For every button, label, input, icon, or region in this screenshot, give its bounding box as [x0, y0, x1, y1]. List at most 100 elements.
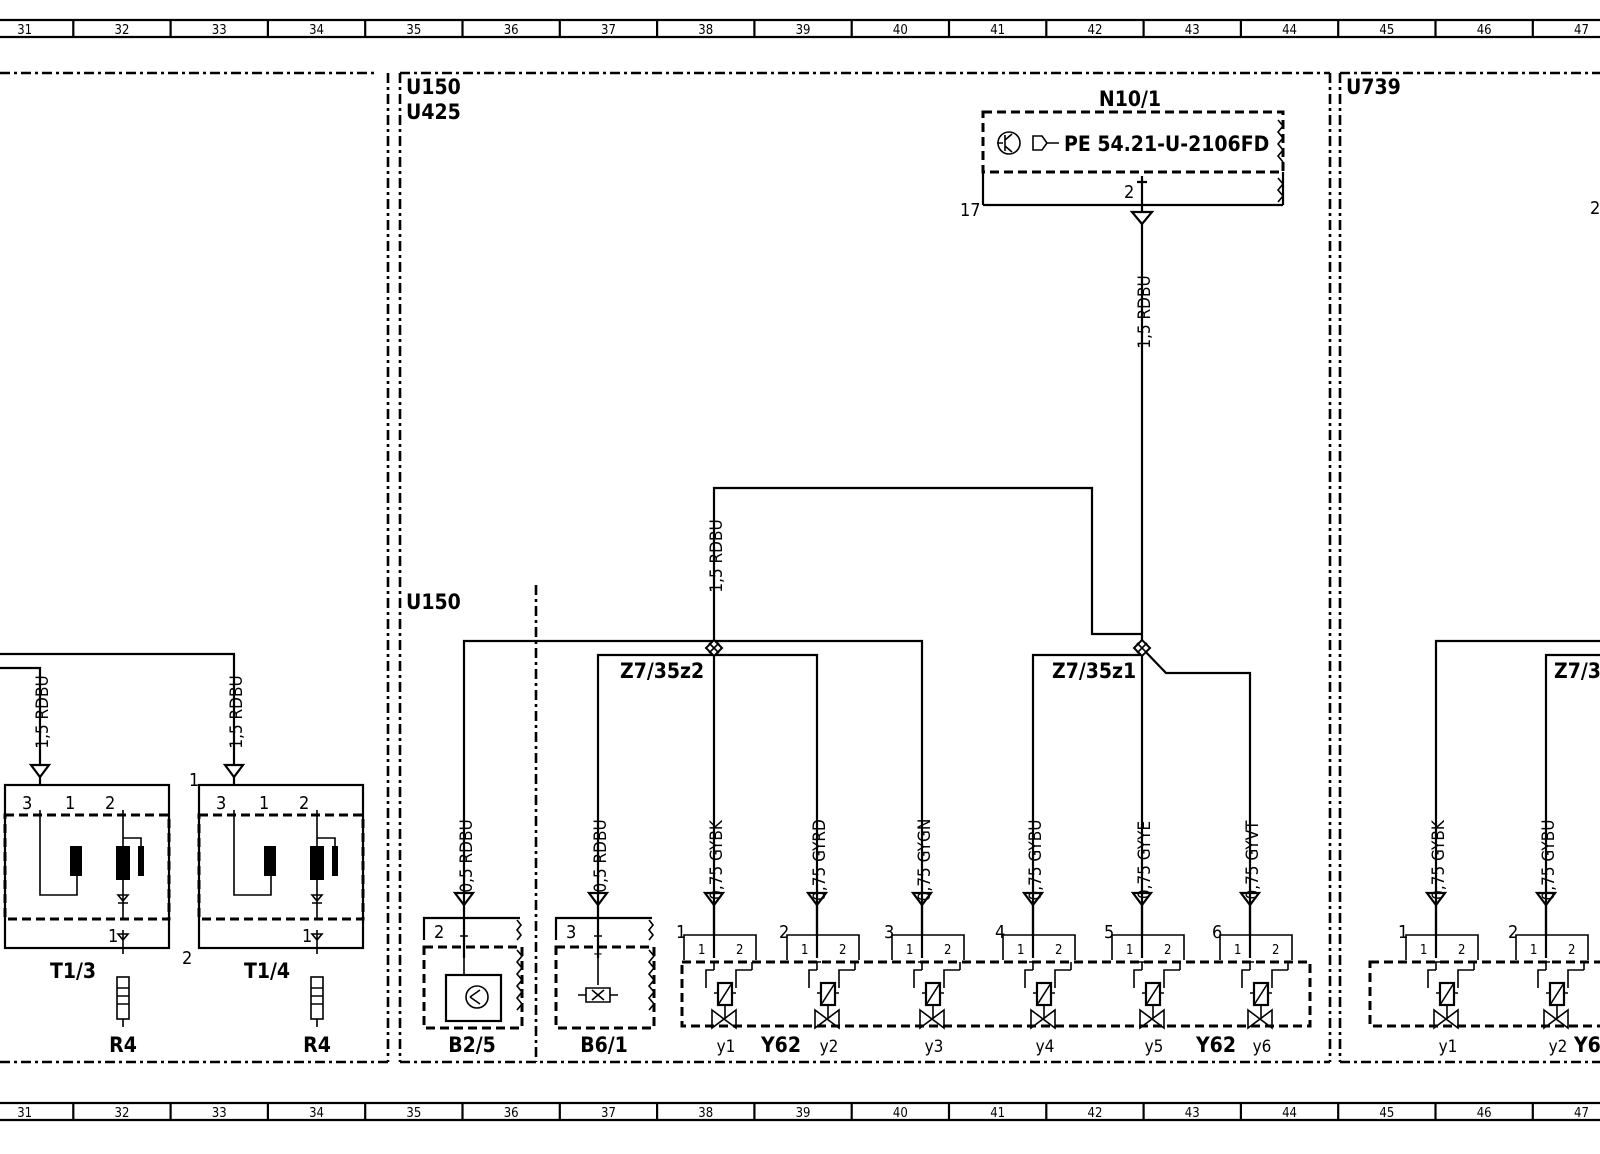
spark-plug-icon — [310, 976, 324, 1020]
svg-text:2: 2 — [105, 793, 115, 814]
u739-wiring: Z7/3 — [1434, 639, 1600, 958]
valve-name: y2 — [820, 1037, 839, 1057]
svg-text:1: 1 — [65, 793, 75, 814]
spark-plug-icon — [116, 976, 130, 1020]
grid-column-label: 42 — [1088, 1106, 1103, 1121]
svg-text:1: 1 — [108, 926, 118, 947]
junction-label-z1: Z7/35z1 — [1052, 659, 1136, 683]
svg-text:2: 2 — [299, 793, 309, 814]
valve-icon — [711, 1005, 737, 1030]
svg-text:2: 2 — [434, 922, 444, 943]
sensor-wire-label: 0,5 RDBU — [591, 819, 611, 892]
valve-position-number: 2 — [779, 922, 789, 943]
section-boundaries — [0, 71, 1600, 1064]
valve-icon — [1543, 1005, 1569, 1030]
sensor-b61: 0,5 RDBU 3 + B6/1 — [554, 819, 656, 1057]
valve-block-label: Y62 — [760, 1033, 801, 1057]
section-label-u150: U150 — [406, 75, 461, 99]
sensor-element-icon — [444, 973, 503, 1023]
svg-text:2: 2 — [736, 943, 743, 958]
grid-column-label: 39 — [796, 23, 811, 38]
grid-column-label: 32 — [115, 1106, 130, 1121]
valve-block-outline — [1368, 960, 1600, 1028]
grid-column-label: 32 — [115, 23, 130, 38]
svg-text:+: + — [593, 947, 603, 962]
svg-text:1: 1 — [1126, 943, 1133, 958]
valve-wire-label: 0,75 GYBK — [707, 819, 727, 900]
valve-name: y4 — [1036, 1037, 1055, 1057]
valve-position-number: 1 — [1398, 922, 1408, 943]
grid-column-label: 38 — [698, 23, 713, 38]
t14-wire-label: 1,5 RDBU — [227, 675, 247, 748]
svg-text:1: 1 — [801, 943, 808, 958]
svg-text:1: 1 — [302, 926, 312, 947]
module-n10-1-reference: PE 54.21-U-2106FD — [1064, 132, 1269, 156]
valve-name: y2 — [1549, 1037, 1568, 1057]
grid-column-label: 41 — [990, 1106, 1005, 1121]
grid-column-label: 44 — [1282, 23, 1297, 38]
between-pin-label: 2 — [182, 948, 192, 969]
module-n10-1-pin-out: 2 — [1124, 182, 1134, 203]
svg-text:3: 3 — [216, 793, 226, 814]
grid-column-label: 44 — [1282, 1106, 1297, 1121]
valve-position-number: 2 — [1508, 922, 1518, 943]
grid-column-label: 47 — [1574, 23, 1589, 38]
sensor-element-icon — [578, 945, 618, 1003]
svg-text:1: 1 — [1017, 943, 1024, 958]
grid-column-label: 40 — [893, 23, 908, 38]
grid-column-label: 36 — [504, 1106, 519, 1121]
valve-block-outline — [680, 960, 1312, 1028]
svg-text:1: 1 — [1420, 943, 1427, 958]
grid-column-label: 31 — [17, 23, 32, 38]
grid-column-label: 34 — [309, 23, 324, 38]
valve-icon — [919, 1005, 945, 1030]
valve-name: y1 — [1439, 1037, 1458, 1057]
valve-block-label-partial: Y6 — [1573, 1033, 1600, 1057]
grid-column-label: 41 — [990, 23, 1005, 38]
svg-text:2: 2 — [1272, 943, 1279, 958]
coil-inner-dashed — [197, 813, 365, 921]
grid-column-label: 37 — [601, 23, 616, 38]
module-right-partial-pin: 2 — [1590, 198, 1600, 219]
svg-text:1: 1 — [906, 943, 913, 958]
valve-name: y3 — [925, 1037, 944, 1057]
valve-name: y6 — [1253, 1037, 1272, 1057]
valve-icon — [1030, 1005, 1056, 1030]
grid-column-label: 34 — [309, 1106, 324, 1121]
svg-text:2: 2 — [1055, 943, 1062, 958]
section-label-u425: U425 — [406, 100, 461, 124]
svg-text:1: 1 — [698, 943, 705, 958]
grid-column-label: 47 — [1574, 1106, 1589, 1121]
trunk-wire: 1,5 RDBU — [1129, 176, 1155, 648]
load-label: R4 — [109, 1033, 137, 1057]
load-label: R4 — [303, 1033, 331, 1057]
grid-column-label: 31 — [17, 1106, 32, 1121]
grid-column-label: 43 — [1185, 23, 1200, 38]
junction-label-z3-partial: Z7/3 — [1554, 659, 1600, 683]
junction-label-z2: Z7/35z2 — [620, 659, 704, 683]
svg-text:3: 3 — [566, 922, 576, 943]
valve-wire-label: 0,75 GYBU — [1539, 820, 1559, 901]
svg-text:1: 1 — [259, 793, 269, 814]
grid-column-label: 46 — [1477, 23, 1492, 38]
sensor-label: B6/1 — [580, 1033, 628, 1057]
coil-label: T1/4 — [244, 959, 290, 983]
svg-text:2: 2 — [944, 943, 951, 958]
valve-name: y5 — [1145, 1037, 1164, 1057]
svg-text:3: 3 — [22, 793, 32, 814]
svg-text:2: 2 — [839, 943, 846, 958]
